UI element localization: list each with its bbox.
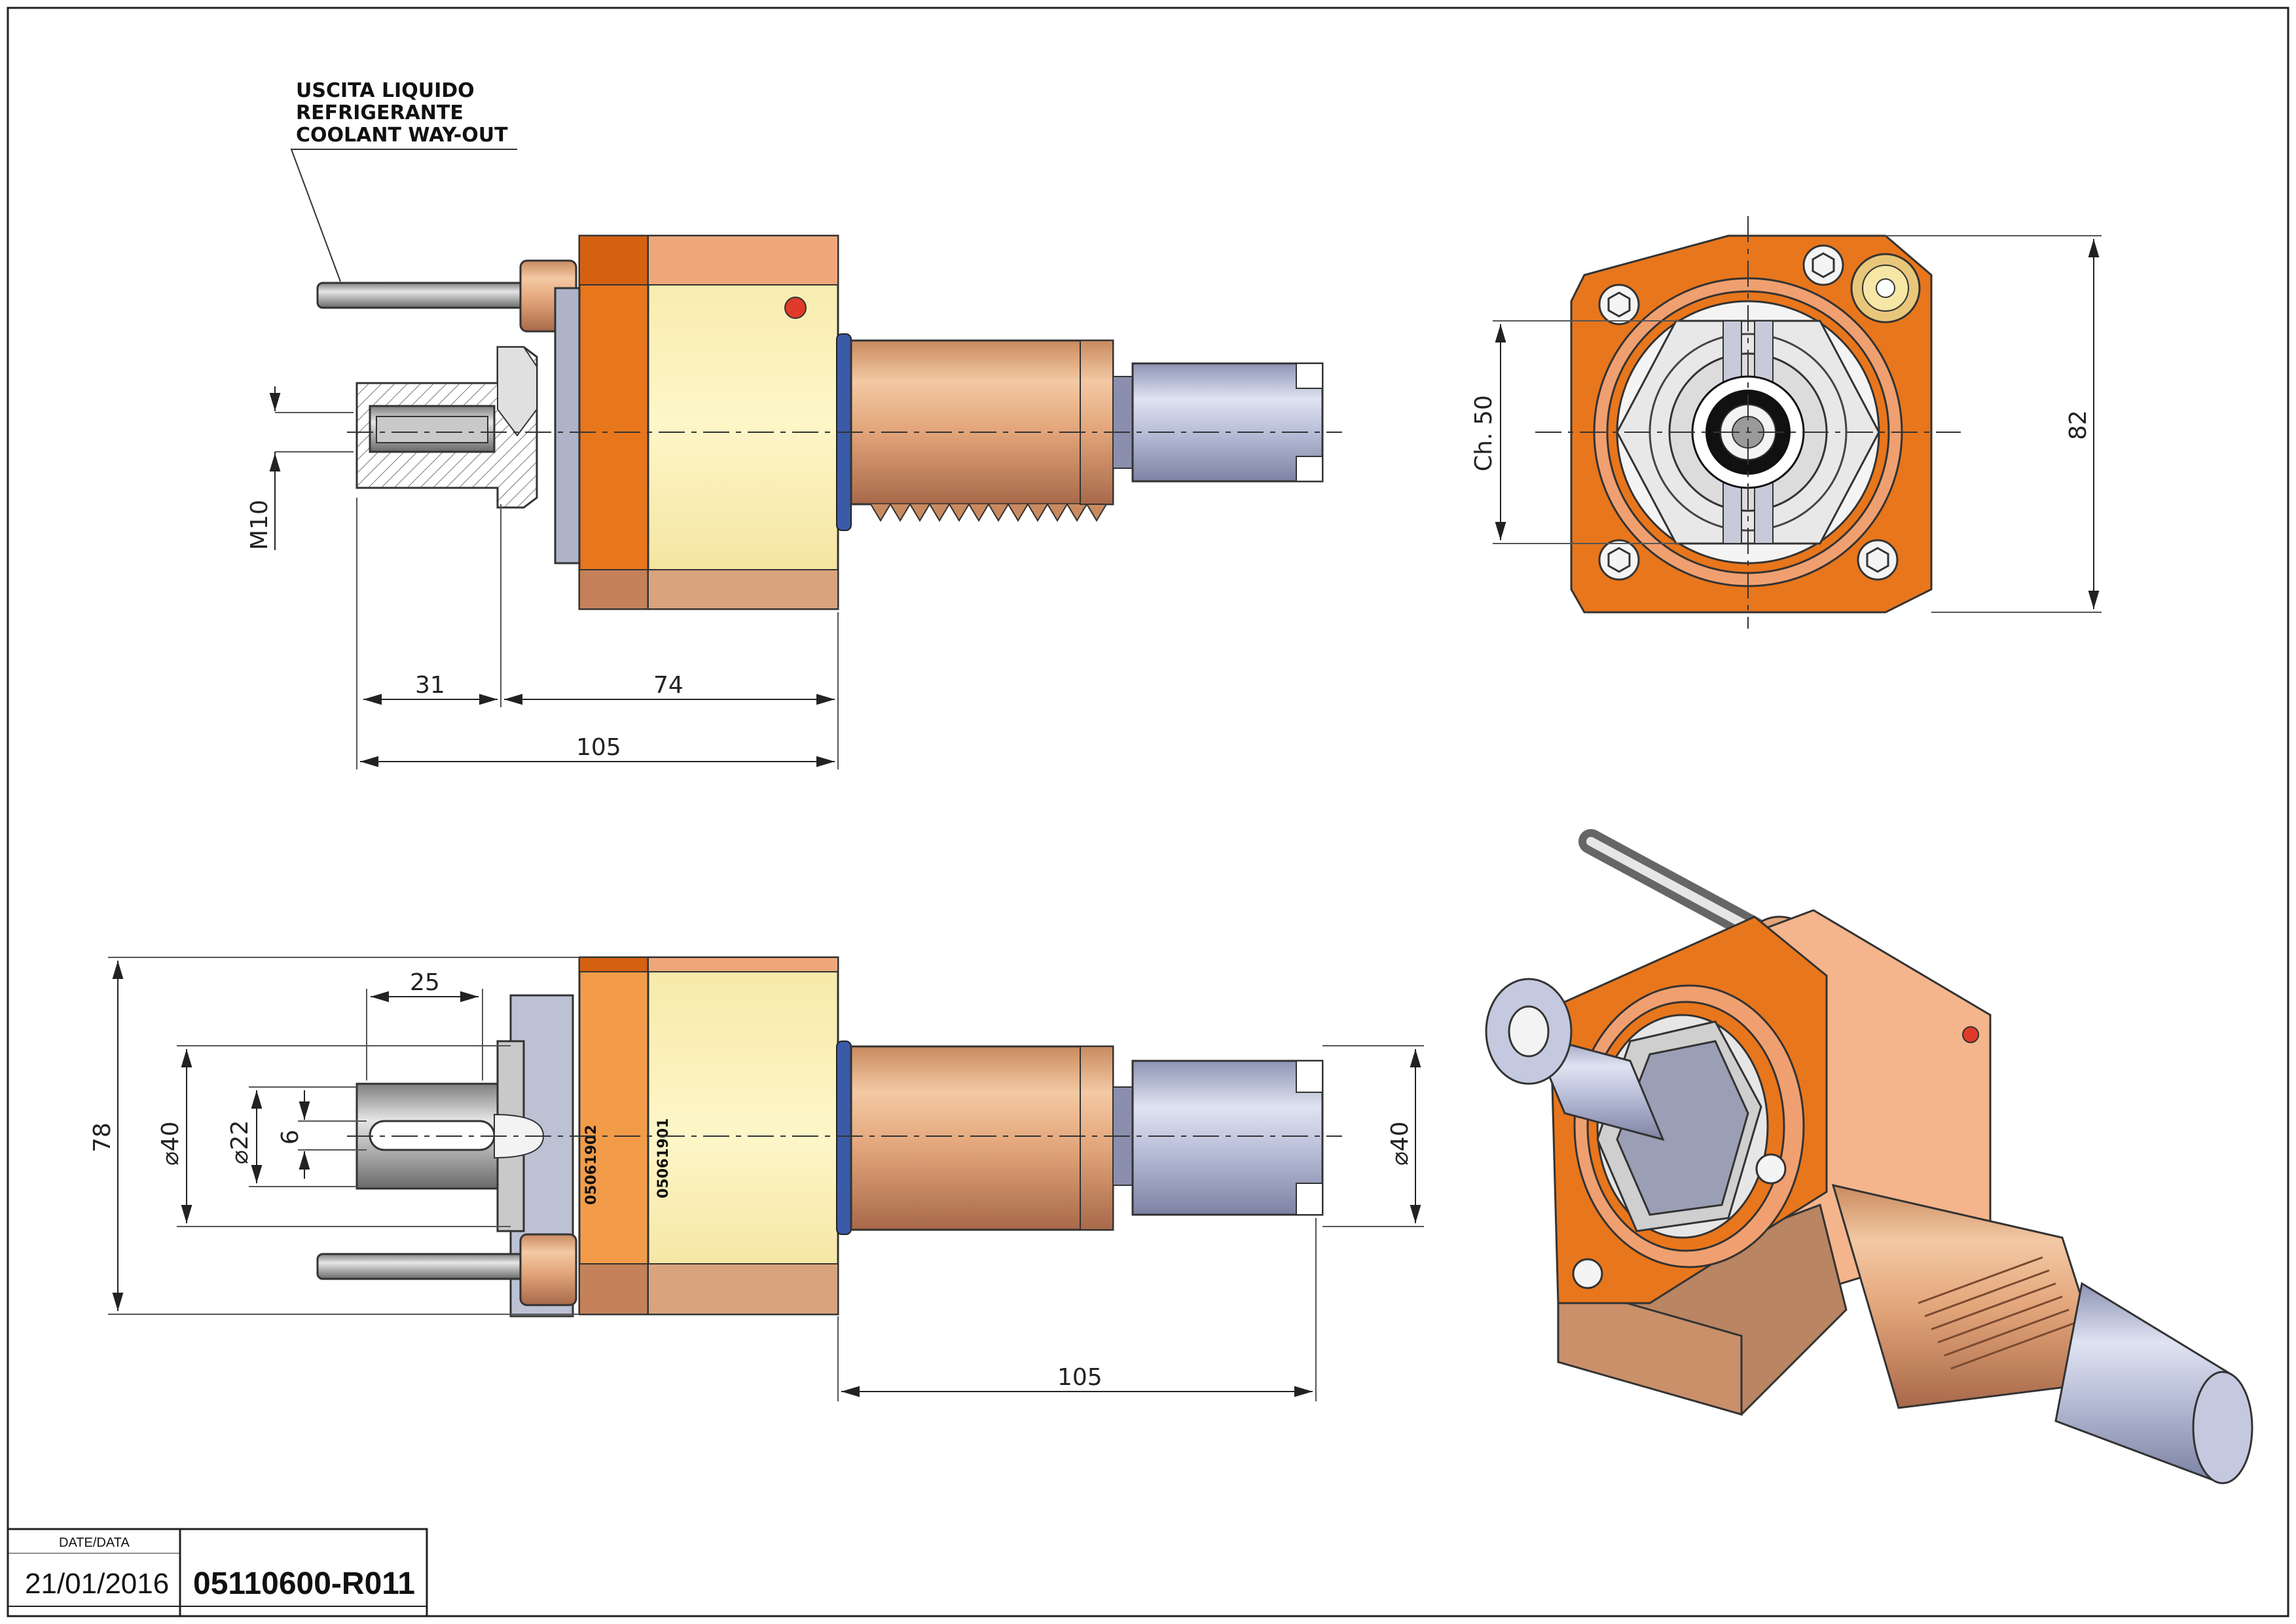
dim-78: 78 xyxy=(89,1122,116,1153)
bolt-icon-4 xyxy=(1857,539,1899,581)
drawing-code: 05110600-R011 xyxy=(193,1566,415,1601)
dim-74: 74 xyxy=(653,672,683,699)
serial-label-2: 05061901 xyxy=(655,1118,672,1198)
dim-dia22: ⌀22 xyxy=(227,1120,253,1164)
coolant-pipe xyxy=(316,282,528,309)
dim-dia40-left: ⌀40 xyxy=(157,1122,184,1166)
main-body-orange xyxy=(578,234,649,610)
sheet-border xyxy=(7,7,2289,1617)
bolt-icon-3 xyxy=(1598,539,1640,581)
coolant-annotation: USCITA LIQUIDO REFRIGERANTE COOLANT WAY-… xyxy=(290,79,517,282)
top-view-dimensions: 31 74 105 M10 xyxy=(246,386,839,769)
top-side-view xyxy=(316,234,1342,610)
bottom-view-dimensions: 25 78 ⌀40 ⌀22 6 ⌀40 105 xyxy=(89,957,1424,1401)
front-end-view: Ch. 50 82 xyxy=(1470,216,2102,629)
collet-end xyxy=(1131,362,1324,483)
bolt-icon-1 xyxy=(1598,284,1640,325)
annotation-line2: REFRIGERANTE xyxy=(296,101,464,124)
date-label: DATE/DATA xyxy=(59,1536,130,1550)
dim-m10: M10 xyxy=(246,500,273,550)
bottom-side-view: 05061902 05061901 xyxy=(316,956,1342,1318)
isometric-view xyxy=(1485,829,2253,1485)
dim-82: 82 xyxy=(2065,410,2092,440)
date-value: 21/01/2016 xyxy=(25,1568,169,1600)
red-plug-icon xyxy=(784,297,807,319)
title-block: DATE/DATA 21/01/2016 05110600-R011 xyxy=(7,1528,428,1617)
dim-ch50: Ch. 50 xyxy=(1470,395,1497,471)
main-body-cream xyxy=(647,234,839,610)
bolt-icon-2 xyxy=(1802,244,1844,286)
annotation-line3: COOLANT WAY-OUT xyxy=(296,124,508,147)
threaded-shaft xyxy=(850,339,1114,506)
dim-25: 25 xyxy=(410,969,440,996)
dim-dia40-right: ⌀40 xyxy=(1387,1122,1413,1166)
dim-105-top: 105 xyxy=(576,734,621,761)
coolant-outlet-icon xyxy=(1850,253,1921,323)
dim-6: 6 xyxy=(277,1130,304,1145)
serial-label-1: 05061902 xyxy=(583,1125,600,1205)
annotation-line1: USCITA LIQUIDO xyxy=(296,79,475,102)
dim-31: 31 xyxy=(415,672,445,699)
dim-105-bottom: 105 xyxy=(1057,1364,1102,1391)
